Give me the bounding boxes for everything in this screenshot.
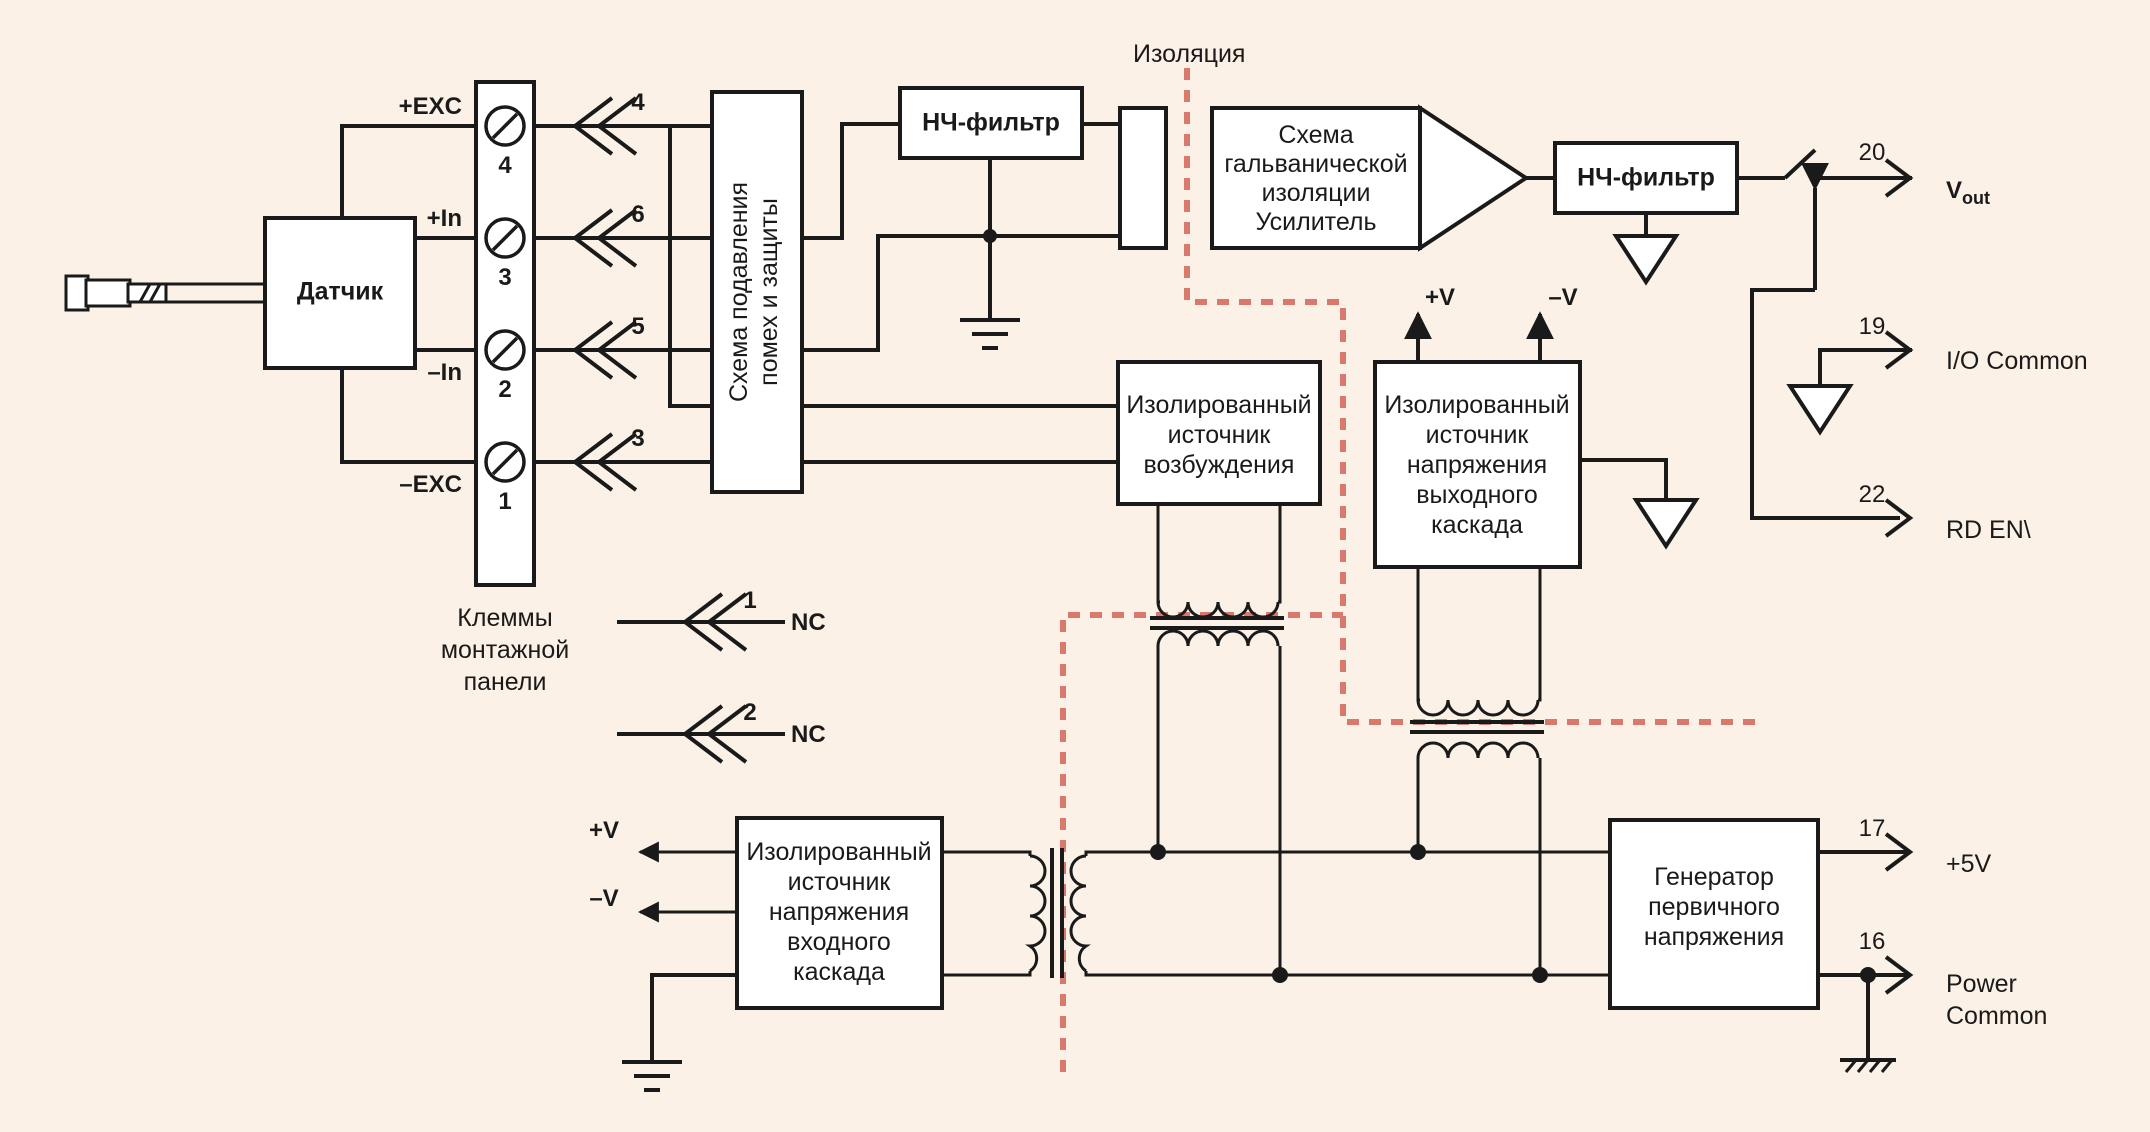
protection-block [710,90,804,494]
isolation-amp-label: гальванической [1224,150,1407,178]
terminal-signal: +In [427,205,462,232]
excitation-sense-wire [668,126,712,408]
ground-icon [1612,234,1680,286]
generator-label: первичного [1648,893,1780,921]
transformer-output-supply [1410,567,1544,975]
connector-pin-number: 5 [631,313,644,340]
junction-dot [1272,967,1288,983]
terminal-number: 2 [498,376,511,403]
sensor-wiring [340,124,478,464]
transformer-input-supply [942,848,1610,978]
output-supply-label: источник [1426,421,1530,449]
excitation-source-label: Изолированный [1126,391,1311,419]
protection-label: помех и защиты [755,198,783,386]
vout-label-main: V [1946,177,1962,204]
isolation-input-block [1118,106,1168,250]
isolation-amp-block [1210,106,1422,250]
lpf1-label: НЧ-фильтр [922,109,1060,137]
plus-5v-label: +5V [1946,850,1992,878]
input-minus-v-label: –V [589,885,618,912]
io-common-wiring [1786,330,1914,436]
terminal-signal: +EXC [399,93,462,120]
excitation-source-label: возбуждения [1144,451,1295,479]
isolation-amp-label: Схема [1278,121,1353,149]
output-pin-number: 19 [1859,313,1886,340]
io-common-label: I/O Common [1946,347,2088,375]
input-supply-label: Изолированный [746,838,931,866]
power-common-label: Common [1946,1002,2047,1030]
input-supply-label: каскада [793,958,885,986]
power-common-label: Power [1946,970,2017,998]
output-minus-v-label: –V [1548,284,1577,311]
transformer-excitation [1150,504,1284,975]
output-pin-number: 16 [1859,928,1886,955]
terminal-caption: монтажной [441,636,569,664]
junction-dot [1150,844,1166,860]
output-plus-v-label: +V [1425,284,1455,311]
terminal-signal: –In [427,359,462,386]
vout-label: Vout [1946,177,1990,208]
lpf1-block [898,86,1084,160]
nc-pin-number: 2 [743,699,756,726]
junction-dot [983,229,997,243]
rd-en-label: RD EN\ [1946,516,2031,544]
amplifier-triangle [1418,104,1530,252]
output-supply-ground-wire [1580,458,1668,500]
primary-generator-block [1608,818,1820,1010]
isolation-amp-label: изоляции [1262,179,1371,207]
connector-pin-number: 4 [631,89,645,116]
protection-label: Схема подавления [725,182,753,402]
output-supply-label: выходного [1416,481,1538,509]
input-plus-v-label: +V [589,817,619,844]
terminal-number: 3 [498,264,511,291]
protection-output-wiring [802,122,1120,464]
terminal-caption: Клеммы [457,604,552,632]
output-pin-number: 22 [1859,481,1886,508]
excitation-source-block [1116,360,1322,506]
sensor-cable-icon [64,274,265,312]
output-supply-label: каскада [1431,511,1523,539]
vout-label-sub: out [1962,188,1990,208]
input-supply-ground [622,973,737,1092]
output-pin-number: 20 [1859,139,1886,166]
protection-label-group: Схема подавления помех и защиты [725,182,783,402]
terminal-signal: –EXC [399,471,462,498]
generator-label: Генератор [1654,863,1774,891]
output-stage-supply-block [1373,360,1582,569]
output-pin-number: 17 [1859,815,1886,842]
generator-label: напряжения [1644,923,1784,951]
ground-icon [1632,498,1700,550]
input-supply-label: входного [787,928,891,956]
output-supply-label: Изолированный [1384,391,1569,419]
terminal-number: 4 [498,152,512,179]
lpf2-label: НЧ-фильтр [1577,164,1715,192]
connector-chevrons [534,96,712,492]
isolation-amp-label: Усилитель [1255,208,1376,236]
terminal-number: 1 [498,488,511,515]
excitation-source-label: источник [1168,421,1272,449]
terminal-caption: панели [464,668,547,696]
isolation-label: Изоляция [1133,40,1245,68]
input-supply-label: напряжения [769,898,909,926]
junction-dot [1410,844,1426,860]
junction-dot [1860,967,1876,983]
input-supply-label: источник [788,868,892,896]
junction-dot [1532,967,1548,983]
nc-pin-number: 1 [743,587,756,614]
sensor-label: Датчик [297,278,384,306]
connector-pin-number: 6 [631,201,644,228]
generator-output-wiring [1818,832,1914,1073]
output-switch [1737,148,1914,538]
terminal-screws [484,105,526,483]
output-supply-label: напряжения [1407,451,1547,479]
sensor-block [263,216,417,370]
nc-label: NC [791,721,826,748]
connector-pin-number: 3 [631,425,644,452]
nc-connectors [617,592,785,764]
nc-label: NC [791,609,826,636]
